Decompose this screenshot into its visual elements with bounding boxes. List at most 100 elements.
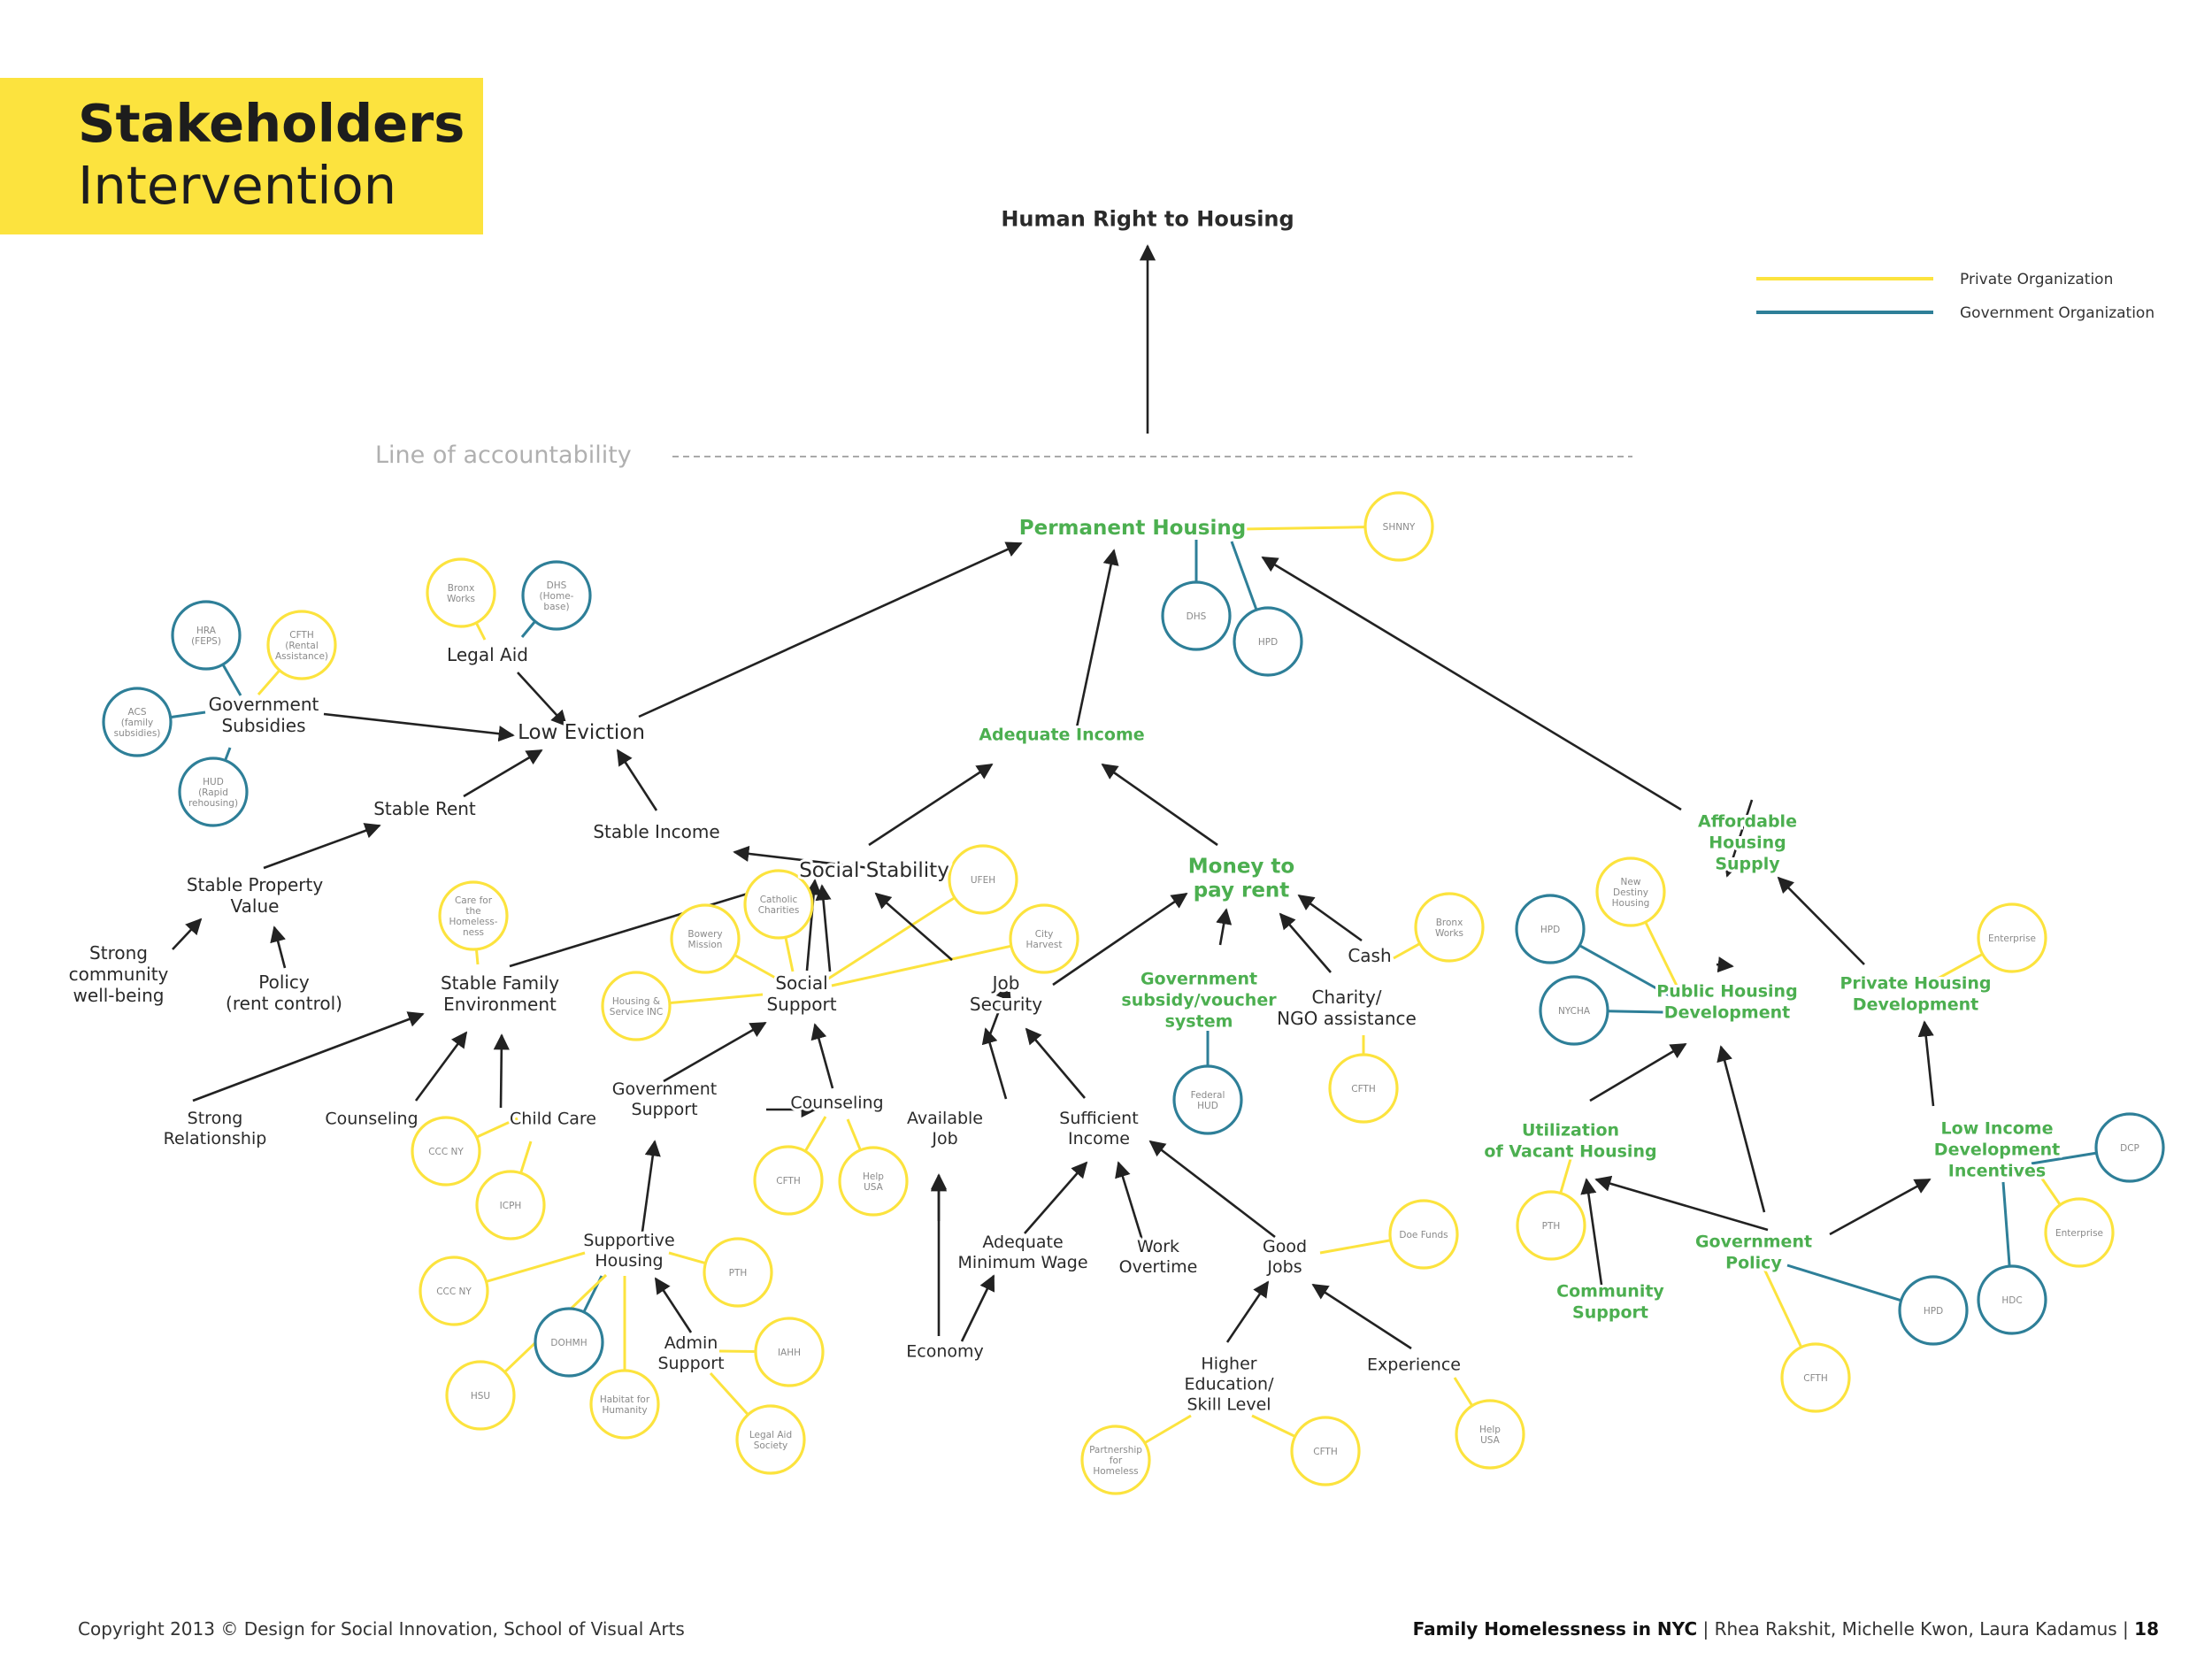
node-label: Supportive [583,1231,674,1250]
cause-arrow [1052,892,1188,987]
node-label: Support [1572,1303,1648,1323]
org-label: ACS [128,707,147,718]
node-label: Development [1853,995,1978,1015]
node-label: Minimum Wage [957,1253,1087,1272]
cause-arrow [641,1140,661,1233]
node-label: Admin [664,1333,718,1353]
node-label: Job [991,972,1020,994]
connector-legal-aid-society [709,1371,749,1416]
org-label: subsidies) [114,728,161,739]
node-label: Permanent Housing [1019,517,1246,540]
node-label: Subsidies [221,715,305,736]
connector-cfth-counseling [803,1116,827,1152]
connector-cfth-education [1251,1414,1296,1438]
org-enterprise-private: Enterprise [1977,902,2047,973]
node-label: Cash [1348,945,1391,966]
node-label: Experience [1367,1356,1461,1375]
org-label: DOHMH [550,1338,587,1348]
org-label: DHS [547,580,567,591]
org-label: Works [1435,928,1463,939]
node-stable-income: Stable Income [590,818,722,845]
org-dohmh: DOHMH [534,1307,604,1378]
org-nycha: NYCHA [1539,975,1609,1046]
org-cccny-supportive: CCC NY [419,1256,489,1326]
org-label: Bowery [687,929,722,940]
node-label: Strong [89,942,148,964]
org-label: for [1110,1455,1123,1466]
org-label: Homeless- [449,917,497,927]
cause-arrow [1279,912,1332,973]
connector-cccny-supportive [486,1251,586,1283]
connector-hpd-policy [1786,1263,1902,1302]
org-pth-vacant: PTH [1516,1190,1586,1261]
accountability-label: Line of accountability [375,442,632,469]
cause-arrow [493,1033,510,1109]
connector-bowery-mission [733,954,778,980]
node-label: Community [1556,1282,1664,1302]
node-label: Available [907,1109,983,1128]
org-label: DHS [1187,611,1207,622]
node-label: Higher [1201,1355,1256,1374]
node-label: Government [1695,1233,1812,1252]
node-label: Stable Property [187,874,324,895]
org-label: CFTH [776,1176,801,1187]
org-label: Bronx [448,583,475,594]
org-label: City [1035,929,1054,940]
node-label: Adequate Income [979,726,1144,745]
node-label: Utilization [1522,1121,1619,1141]
node-label: Support [631,1100,697,1119]
connector-cfth-rental [257,669,281,695]
connector-help-usa-experience [1453,1377,1474,1407]
node-label: of Vacant Housing [1484,1142,1656,1162]
org-label: Homeless [1093,1466,1138,1477]
connector-dhs-homebase [520,620,536,638]
node-label: Policy [1725,1254,1782,1273]
connector-hpd-public [1578,944,1673,999]
org-label: CFTH [1313,1447,1338,1457]
org-label: Society [754,1440,788,1451]
node-label: Income [1068,1129,1130,1148]
org-label: Mission [688,940,723,950]
cause-arrow [1115,1161,1145,1244]
org-label: NYCHA [1558,1006,1591,1017]
cause-arrow [1311,1283,1412,1350]
cause-arrow [805,879,822,972]
cause-arrow [981,1027,1008,1100]
title-banner [0,78,483,234]
org-enterprise-incentives: Enterprise [2044,1197,2115,1268]
cause-arrow [616,749,658,811]
org-label: CFTH [1803,1373,1828,1384]
cause-arrow [1024,1161,1088,1234]
org-label: ICPH [500,1201,522,1211]
org-doe-funds: Doe Funds [1388,1199,1459,1270]
org-label: the [465,906,480,917]
node-label: Government [209,694,319,715]
org-label: CCC NY [436,1286,472,1297]
org-label: Enterprise [1988,933,2036,944]
connector-city-harvest [831,944,1012,987]
node-social-stability: Social Stability [796,856,952,885]
org-label: Works [447,594,475,604]
cause-arrow [1297,894,1363,942]
org-label: USA [864,1182,884,1193]
connector-nycha [1607,1010,1664,1014]
node-label: Stable Rent [373,798,476,819]
connector-shnny [1240,526,1366,531]
node-label: system [1165,1012,1233,1032]
node-label: Value [231,895,280,917]
node-label: (rent control) [226,993,342,1014]
